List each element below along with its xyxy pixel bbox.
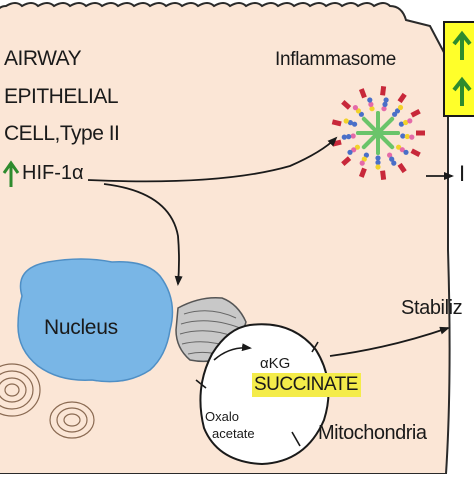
up-arrow-icon (452, 30, 472, 60)
up-arrow-icon (2, 160, 20, 187)
up-arrow-icon (452, 76, 472, 106)
stabilize-label: Stabiliz (401, 297, 463, 319)
edge-letter-label: I (459, 161, 466, 186)
hif-label: HIF-1α (22, 162, 84, 184)
alpha-kg-label: αKG (260, 355, 291, 372)
inflammasome-label: Inflammasome (275, 49, 396, 70)
oxaloacetate-label-line-1: Oxalo (205, 409, 239, 424)
cell-title-line-1: AIRWAY (4, 47, 82, 70)
nucleus (17, 258, 174, 383)
arrow-succinate-to-stabilize (329, 326, 450, 357)
cell-title-line-3: CELL,Type II (4, 122, 120, 145)
nucleus-label: Nucleus (44, 316, 118, 339)
spiral-vesicle-icon (0, 363, 41, 417)
mitochondria-label: Mitochondria (318, 422, 427, 444)
oxaloacetate-label-line-2: acetate (212, 426, 255, 441)
cell-title-line-2: EPITHELIAL (4, 85, 119, 108)
arrow-hif-to-nucleus (103, 183, 183, 286)
spiral-vesicle-icon (49, 401, 95, 439)
krebs-cycle-arrows (195, 341, 319, 447)
inflammasome-complex-icon (331, 86, 425, 180)
arrow-hif-to-inflammasome (87, 136, 338, 183)
succinate-label: SUCCINATE (252, 373, 361, 397)
